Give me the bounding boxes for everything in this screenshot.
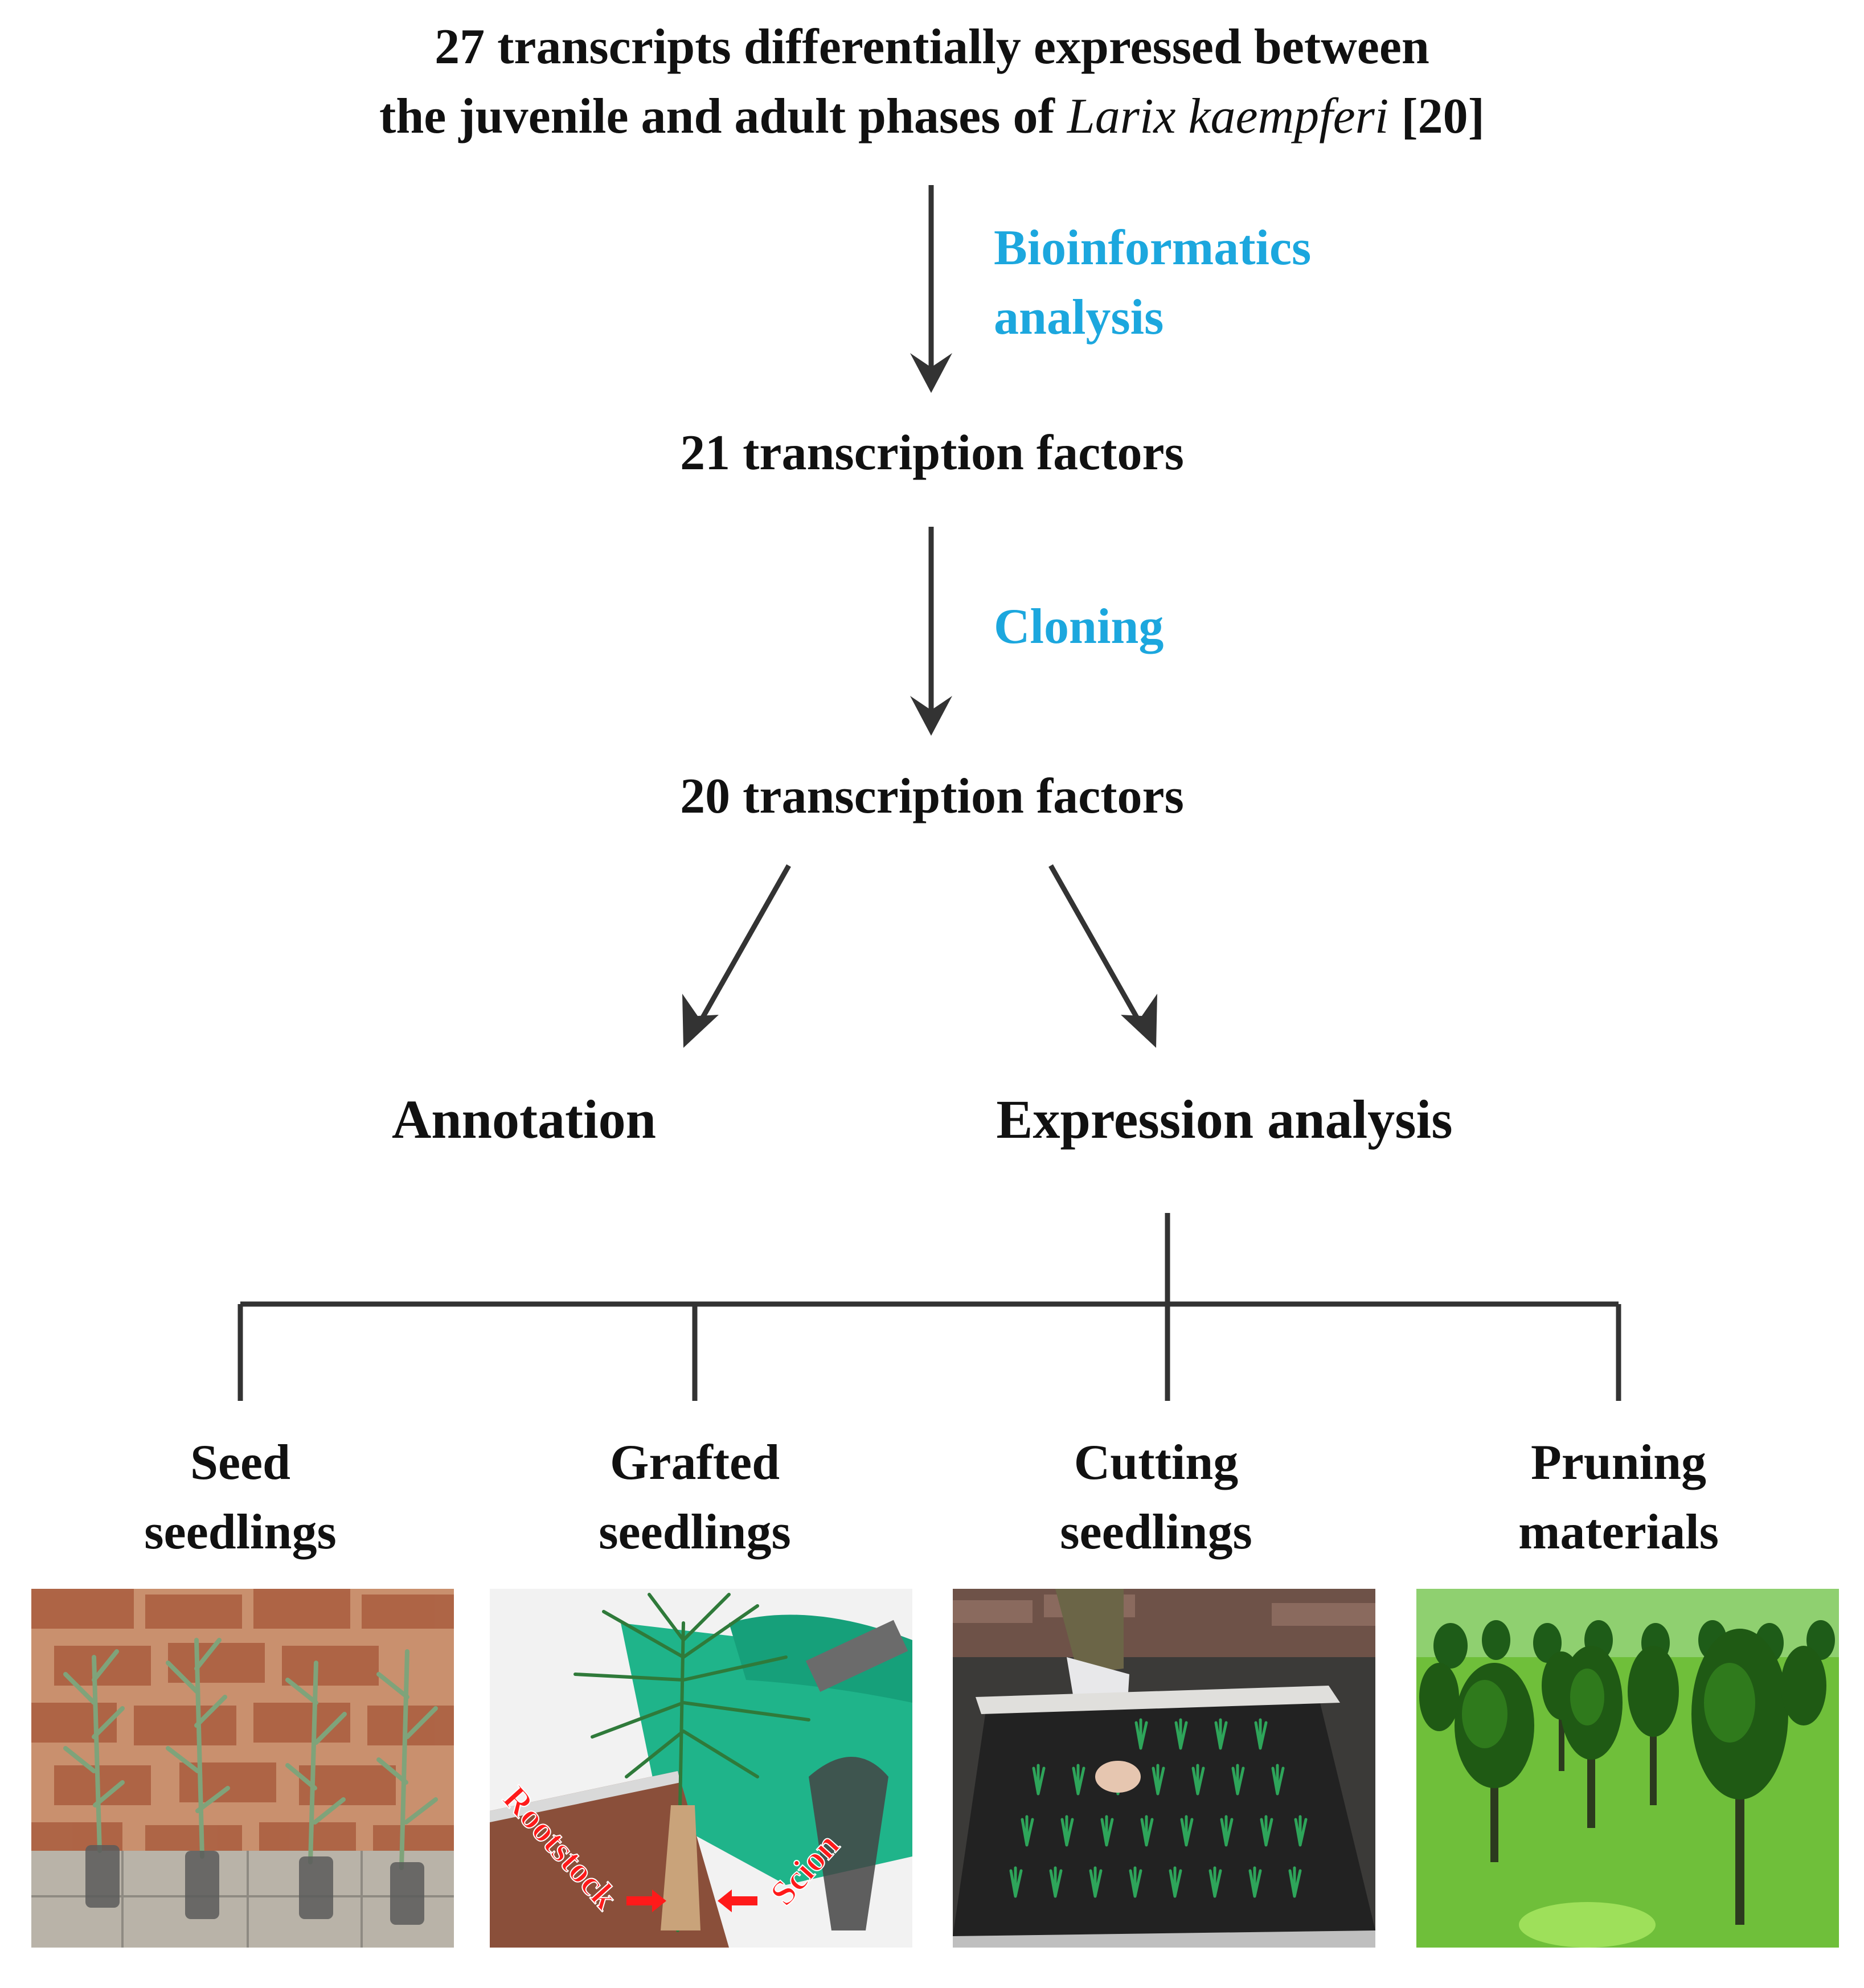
- arrowhead-expression: [1121, 994, 1157, 1048]
- node-21-transcription-factors: 21 transcription factors: [680, 425, 1184, 481]
- source-title-line2: the juvenile and adult phases of Larix k…: [0, 82, 1864, 151]
- material-seed-line1: Seed: [190, 1435, 290, 1490]
- source-title-line1: 27 transcripts differentially expressed …: [435, 19, 1429, 75]
- material-grafted-line2: seedlings: [599, 1505, 791, 1560]
- species-name: Larix kaempferi: [1067, 89, 1389, 144]
- reference: [20]: [1388, 89, 1485, 144]
- node-20-transcription-factors: 20 transcription factors: [680, 769, 1184, 824]
- material-grafted-line1: Grafted: [609, 1435, 780, 1490]
- material-pruning-line2: materials: [1518, 1505, 1719, 1560]
- node-expression-analysis: Expression analysis: [996, 1089, 1453, 1150]
- material-cutting-line1: Cutting: [1074, 1435, 1239, 1490]
- arrowhead-2: [910, 696, 952, 736]
- material-pruning-line1: Pruning: [1530, 1435, 1707, 1490]
- arrowhead-1: [910, 353, 952, 393]
- node-annotation: Annotation: [391, 1089, 657, 1150]
- label-analysis: analysis: [994, 290, 1164, 345]
- arrow-to-annotation: [690, 864, 791, 1038]
- photo-seed-seedlings: [31, 1589, 454, 1948]
- label-bioinformatics: Bioinformatics: [994, 220, 1312, 276]
- material-seed-line2: seedlings: [144, 1505, 337, 1560]
- source-title-line2-pre: the juvenile and adult phases of: [379, 89, 1067, 144]
- photo-cutting-seedlings: [953, 1589, 1375, 1948]
- arrowhead-annotation: [682, 994, 719, 1048]
- photo-pruning-materials: [1416, 1589, 1839, 1948]
- label-cloning: Cloning: [994, 599, 1164, 654]
- arrow-to-expression: [1048, 864, 1150, 1038]
- photo-grafted-seedlings: Rootstock Scion: [490, 1589, 912, 1948]
- material-cutting-line2: seedlings: [1060, 1505, 1252, 1560]
